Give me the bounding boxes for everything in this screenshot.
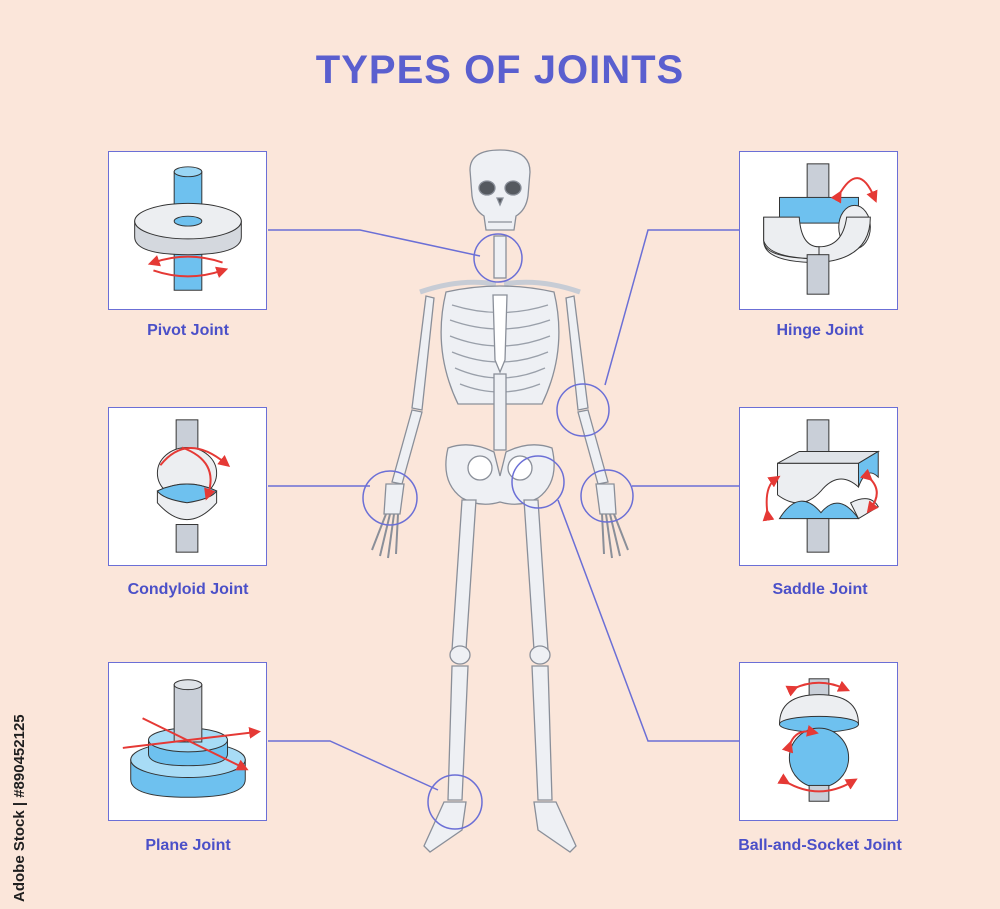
hinge-joint-label: Hinge Joint: [776, 322, 864, 339]
stock-watermark-text: Adobe Stock | #890452125: [11, 714, 28, 902]
plane-joint-panel: [108, 662, 267, 821]
page-title: TYPES OF JOINTS: [315, 48, 685, 92]
hinge-joint-icon: [763, 163, 878, 295]
joint-highlight-circles: [362, 233, 634, 830]
plane-joint-label: Plane Joint: [145, 837, 231, 854]
hinge-joint-panel: [739, 151, 898, 310]
connector-lines: [268, 229, 739, 791]
skeleton: [371, 149, 629, 853]
ball-and-socket-joint-icon: [777, 678, 859, 802]
saddle-joint-panel: [739, 407, 898, 566]
pivot-joint-panel: [108, 151, 267, 310]
ball-and-socket-joint-panel: [739, 662, 898, 821]
plane-joint-icon: [122, 679, 262, 798]
ball-and-socket-joint-label: Ball-and-Socket Joint: [738, 837, 902, 854]
saddle-joint-icon: [762, 419, 881, 553]
pivot-joint-icon: [134, 166, 242, 291]
saddle-joint-label: Saddle Joint: [772, 581, 868, 598]
condyloid-joint-icon: [156, 419, 231, 553]
condyloid-joint-panel: [108, 407, 267, 566]
stock-watermark: Adobe Stock | #890452125: [11, 714, 28, 902]
condyloid-joint-label: Condyloid Joint: [127, 581, 249, 598]
pivot-joint-label: Pivot Joint: [147, 322, 229, 339]
